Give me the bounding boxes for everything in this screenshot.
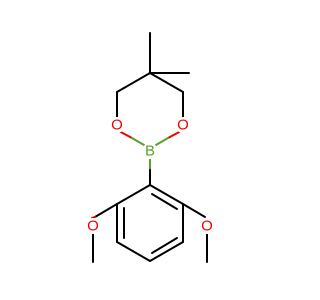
svg-text:O: O [87,218,99,235]
bond-ar-o-left-o-part [91,216,96,219]
svg-text:O: O [201,218,213,235]
bond-ar-3-4 [116,241,151,262]
bond-ar-1-2 [116,184,151,205]
bond-ar-o-left [94,203,118,218]
dioxaborinane-ring [116,32,190,146]
bond-c5-c6 [149,72,184,93]
atom-label-o-methoxy-right: O [199,218,215,235]
atom-label-b: B [142,143,158,160]
svg-text:O: O [111,117,123,134]
atom-label-o-methoxy-left: O [85,218,101,235]
molecule-structure-canvas: O O B O O [85,32,215,263]
atom-label-o-left: O [109,117,125,134]
bond-ar-4-5 [149,241,184,262]
atom-label-o-right: O [175,117,191,134]
bond-o-b-right-b-part [155,137,169,146]
bond-ar-double-c [151,193,178,210]
bond-ar-o-right [182,203,206,218]
bond-ar-6-1 [149,184,184,205]
bond-o-b-left-b-part [131,137,145,146]
bond-ar-double-b [151,237,178,254]
svg-text:B: B [145,143,155,160]
benzene-ring [116,184,184,262]
bond-c5-c4 [116,72,151,93]
svg-text:O: O [177,117,189,134]
